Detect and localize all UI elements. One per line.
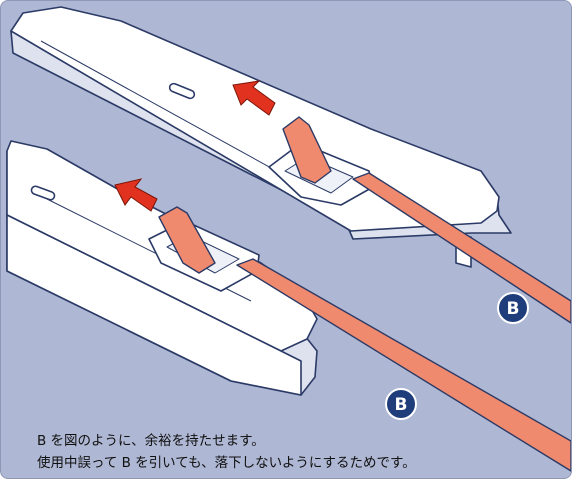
upper-arrow [232, 80, 276, 116]
upper-strap [352, 172, 571, 324]
upper-strap-loop [282, 116, 332, 184]
lower-strap [236, 258, 571, 472]
upper-device-slot [168, 82, 196, 100]
lower-device-slot [30, 185, 56, 201]
caption: B を図のように、余裕を持たせます。 使用中誤って B を引いても、落下しないよ… [37, 430, 416, 474]
upper-strap-label-text: B [507, 299, 520, 319]
caption-line-1: B を図のように、余裕を持たせます。 [37, 433, 265, 449]
caption-line-2: 使用中誤って B を引いても、落下しないようにするためです。 [37, 455, 416, 471]
lower-device [6, 140, 318, 396]
lower-strap-label-text: B [395, 395, 408, 415]
lower-arrow [114, 178, 158, 212]
lower-strap-loop [158, 206, 216, 274]
lower-device-front [6, 214, 302, 396]
lower-strap-label: B [385, 388, 417, 420]
upper-strap-label: B [497, 292, 529, 324]
